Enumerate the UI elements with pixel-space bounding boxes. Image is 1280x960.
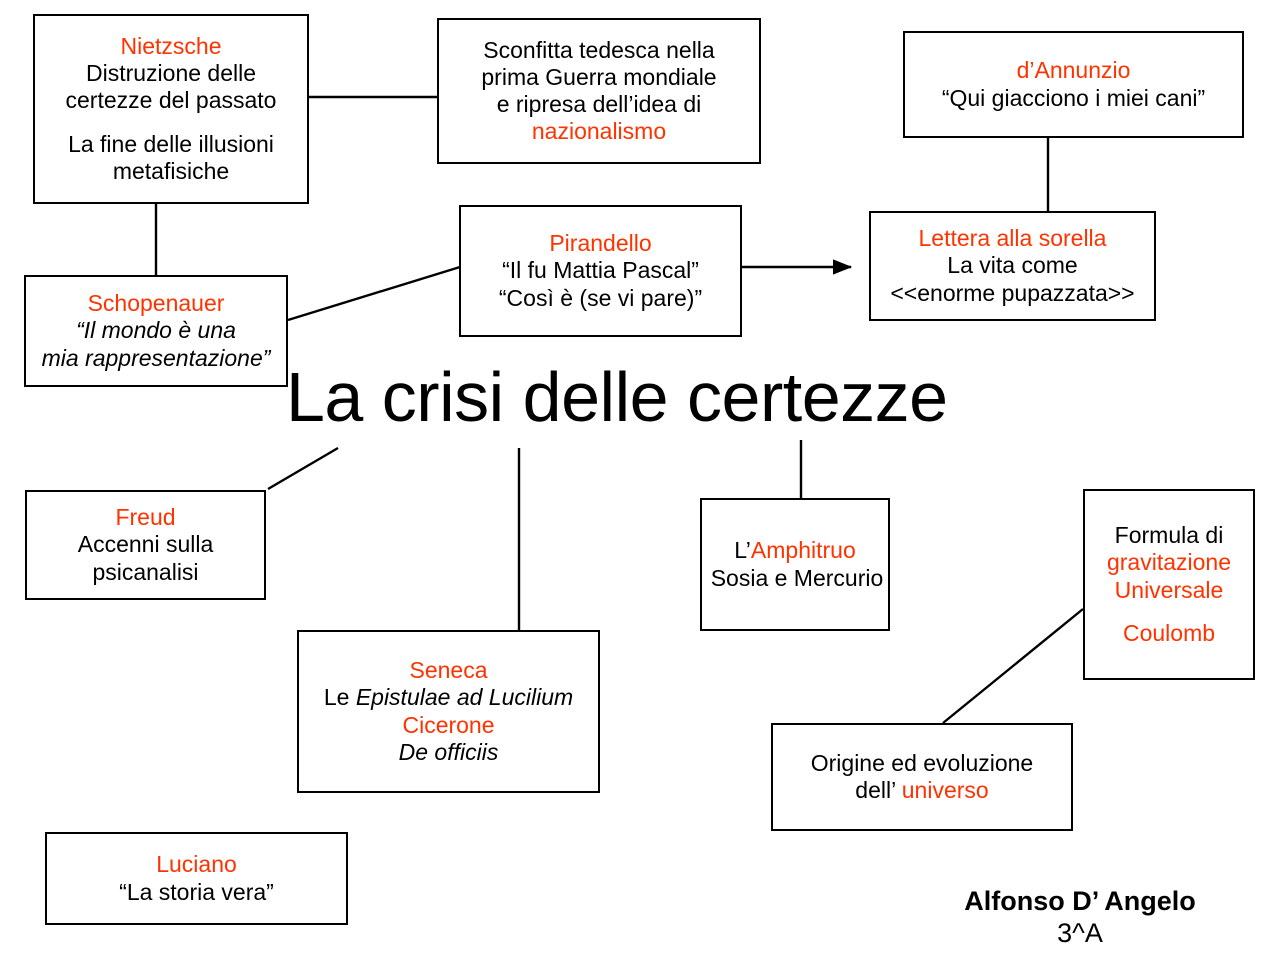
node-luciano-heading: Luciano [156,851,237,878]
node-gravitazione-line3: Universale [1114,576,1224,603]
node-sconfitta-line3: e ripresa dell’idea di [496,91,702,117]
page-title: La crisi delle certezze [286,358,948,436]
node-pirandello-heading: Pirandello [549,230,652,257]
node-dannunzio[interactable]: d’Annunzio “Qui giacciono i miei cani” [903,31,1244,138]
node-nietzsche-line4: metafisiche [112,157,230,184]
node-nietzsche[interactable]: Nietzsche Distruzione delle certezze del… [33,14,309,204]
node-seneca-line1: Le Epistulae ad Lucilium [324,684,573,711]
node-amphitruo-line1: Sosia e Mercurio [710,564,884,591]
node-nietzsche-line2: certezze del passato [65,87,277,114]
node-pirandello-line2: “Così è (se vi pare)” [498,284,703,311]
node-lettera-line2: <<enorme pupazzata>> [890,279,1135,306]
node-seneca-heading: Seneca [409,657,488,684]
author-signature: Alfonso D’ Angelo 3^A [900,885,1260,950]
author-name: Alfonso D’ Angelo [964,886,1196,916]
node-schopenauer-line2: mia rappresentazione” [41,344,271,371]
node-nietzsche-line1: Distruzione delle [85,60,257,87]
node-pirandello[interactable]: Pirandello “Il fu Mattia Pascal” “Così è… [459,205,742,337]
node-origine-evoluzione-universo[interactable]: Origine ed evoluzione dell’ universo [771,723,1073,831]
node-luciano[interactable]: Luciano “La storia vera” [45,832,348,925]
node-schopenauer-heading: Schopenauer [87,290,225,317]
node-lettera-alla-sorella[interactable]: Lettera alla sorella La vita come <<enor… [869,211,1156,321]
connector-title-to-freud [267,446,339,491]
node-freud-heading: Freud [115,504,176,531]
node-origine-line1: Origine ed evoluzione [810,749,1034,776]
node-dannunzio-line1: “Qui giacciono i miei cani” [941,84,1206,111]
node-sconfitta-tedesca[interactable]: Sconfitta tedesca nella prima Guerra mon… [437,18,761,164]
node-seneca-cicerone[interactable]: Seneca Le Epistulae ad Lucilium Cicerone… [297,630,600,793]
node-gravitazione-line1: Formula di [1114,522,1224,549]
node-sconfitta-line2: prima Guerra mondiale [481,63,717,90]
node-lettera-line1: La vita come [947,252,1078,279]
node-lettera-heading: Lettera alla sorella [918,225,1107,252]
node-seneca-line1-prefix: Le [323,684,356,711]
node-freud-line1: Accenni sulla [77,531,214,558]
node-amphitruo-prefix: L’ [734,537,751,564]
node-nietzsche-heading: Nietzsche [120,33,222,60]
node-luciano-line1: “La storia vera” [119,878,274,905]
connector-schopenauer-to-pirandello [287,265,461,322]
node-sconfitta-line1: Sconfitta tedesca nella [483,36,715,63]
node-schopenauer-line1: “Il mondo è una [76,317,236,344]
node-origine-line2: dell’ universo [855,777,988,804]
node-dannunzio-heading: d’Annunzio [1016,57,1131,84]
node-seneca-line2-italic: De officiis [398,738,499,765]
node-amphitruo[interactable]: L’Amphitruo Sosia e Mercurio [700,498,890,631]
node-freud[interactable]: Freud Accenni sulla psicanalisi [25,490,266,600]
node-seneca-heading2-cicerone: Cicerone [402,711,495,738]
node-schopenauer[interactable]: Schopenauer “Il mondo è una mia rapprese… [24,275,288,387]
node-sconfitta-line4-nazionalismo: nazionalismo [531,118,667,145]
node-freud-line2: psicanalisi [92,558,199,585]
node-pirandello-line1: “Il fu Mattia Pascal” [502,257,699,284]
node-gravitazione-line4-coulomb: Coulomb [1122,619,1216,646]
author-class: 3^A [1057,918,1103,949]
node-origine-line2-accent: universo [901,777,989,803]
node-origine-line2-prefix: dell’ [855,777,902,803]
node-amphitruo-title-line: L’Amphitruo [734,537,855,564]
node-amphitruo-heading: Amphitruo [750,537,856,564]
node-seneca-line1-italic: Epistulae ad Lucilium [355,684,574,711]
node-gravitazione-line2: gravitazione [1106,549,1232,576]
node-nietzsche-line3: La fine delle illusioni [68,130,274,157]
connector-origine-to-gravitazione [942,608,1084,724]
node-formula-gravitazione-universale[interactable]: Formula di gravitazione Universale Coulo… [1083,489,1255,680]
